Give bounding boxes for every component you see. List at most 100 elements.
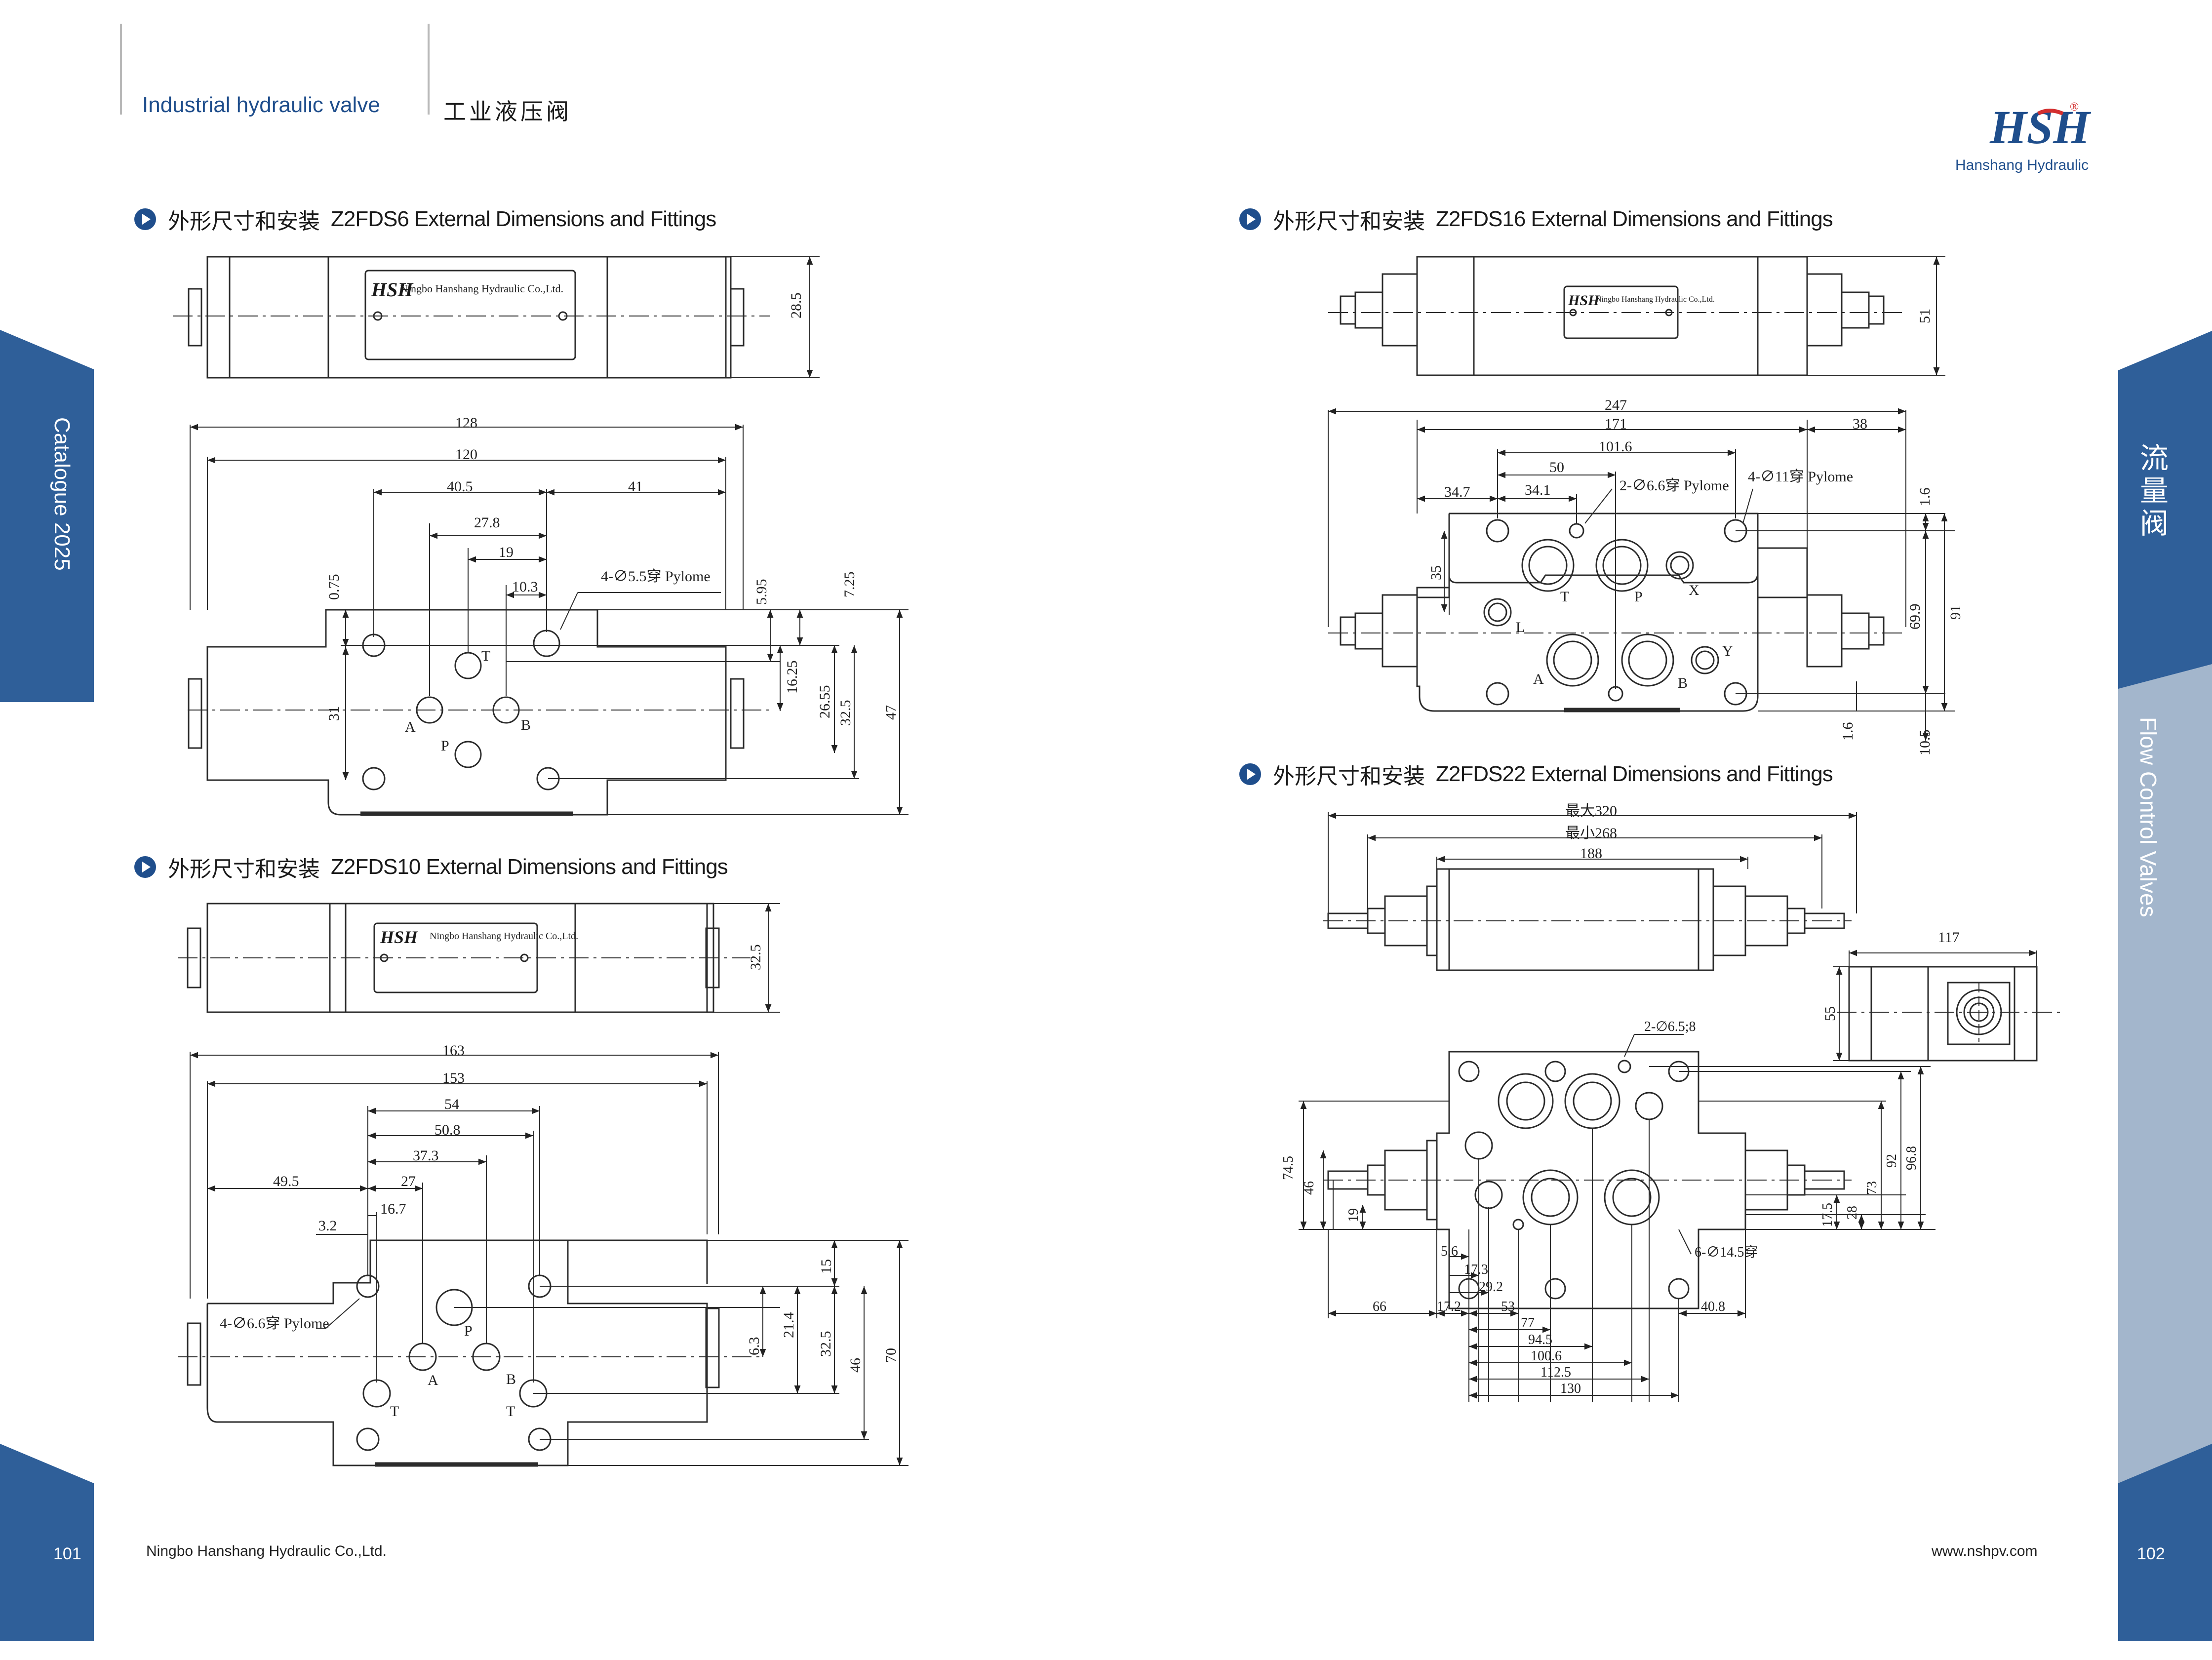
dim-label: 40.8 [1701,1299,1725,1314]
dim-label: 96.8 [1904,1146,1919,1170]
dim-label: 最小268 [1565,825,1617,841]
hole-note: 2-∅6.6穿 Pylome [1620,477,1729,494]
dim-label: 128 [455,415,477,431]
dim-label: 94.5 [1528,1332,1552,1347]
dim-label: 27 [401,1173,416,1189]
dim-label: 1.6 [1917,488,1933,507]
dim-label: 120 [455,446,477,463]
dim-label: 171 [1605,416,1627,432]
port-label: T [481,648,490,664]
right-section-tab [2118,664,2212,1486]
section-title-cn: 外形尺寸和安装 [168,857,320,882]
dim-label: 247 [1605,397,1627,413]
dim-label: 47 [883,705,899,720]
port-label: T [1560,589,1569,605]
page-number-left: 101 [53,1544,81,1563]
port-label: B [1678,675,1688,691]
port-label: L [1516,619,1525,635]
dim-label: 17.5 [1820,1203,1835,1227]
port-label: Y [1722,643,1733,659]
dim-label: 34.7 [1444,484,1470,500]
section-title-en: Z2FDS6 External Dimensions and Fittings [331,207,716,231]
play-icon [1239,763,1261,785]
dim-label: 91 [1947,605,1964,620]
port-label: P [1634,589,1643,605]
z2fds22-top-view [1323,812,1857,971]
header-title-en: Industrial hydraulic valve [142,93,380,117]
dim-label: 1.6 [1840,722,1856,741]
hole-note: 2-∅6.5;8 [1644,1019,1696,1034]
dim-label: 29.2 [1479,1279,1503,1295]
section-title-en: Z2FDS22 External Dimensions and Fittings [1436,762,1833,786]
footer-website[interactable]: www.nshpv.com [1932,1543,2038,1559]
dim-label: 38 [1853,416,1867,432]
z2fds6-nameplate-logo: HSH [371,278,414,301]
port-label: A [405,719,416,735]
dim-label: 5.95 [753,579,770,605]
dim-label: 3.2 [318,1218,337,1234]
dim-label: 35 [1428,565,1444,580]
dim-label: 92 [1884,1154,1899,1168]
dim-label: 70 [883,1348,899,1363]
port-label: P [464,1323,473,1339]
category-label-cn: 流量阀 [2139,441,2169,540]
header-divider-right [428,24,430,115]
z2fds16-nameplate-text: Ningbo Hanshang Hydraulic Co.,Ltd. [1596,295,1715,304]
z2fds6-nameplate-text: Ningbo Hanshang Hydraulic Co.,Ltd. [400,282,563,295]
brand-logo-letters: HSH [1989,101,2092,154]
brand-logo-mark: HSH ® [1989,101,2092,154]
dim-label: 77 [1521,1315,1535,1331]
play-icon [134,208,156,230]
z2fds10-bottom-view [178,1052,908,1467]
dim-label: 10.5 [1917,730,1933,756]
port-label: P [441,738,449,754]
section-title-z2fds6: 外形尺寸和安装 Z2FDS6 External Dimensions and F… [134,203,716,235]
dim-label: 50 [1549,459,1564,475]
left-catalogue-tab [0,330,94,702]
right-page-tab [2118,1444,2212,1641]
port-label: A [1533,671,1544,687]
dim-label: 51 [1917,309,1933,323]
z2fds6-top-view [173,256,820,379]
dim-label: 40.5 [447,478,473,495]
dim-label: 130 [1560,1381,1581,1396]
dim-label: 101.6 [1599,438,1632,455]
footer-company: Ningbo Hanshang Hydraulic Co.,Ltd. [146,1543,387,1559]
dim-label: 32.5 [748,945,764,971]
dim-label: 163 [442,1042,465,1059]
section-title-z2fds16: 外形尺寸和安装 Z2FDS16 External Dimensions and … [1239,203,1833,235]
page-number-right: 102 [2137,1544,2165,1563]
dim-label: 69.9 [1907,604,1923,630]
port-label: A [428,1372,438,1388]
dim-label: 0.75 [326,574,342,600]
dim-label: 17.3 [1464,1262,1488,1277]
dim-label: 26.55 [817,685,833,719]
section-title-cn: 外形尺寸和安装 [168,209,320,234]
dim-label: 100.6 [1531,1348,1562,1364]
port-label: B [521,717,531,733]
dim-label: 5.6 [1441,1244,1458,1259]
z2fds16-bottom-view [1328,408,1955,741]
brand-logo: HSH ® [1975,94,2103,158]
z2fds16-nameplate-logo: HSH [1568,292,1600,309]
z2fds6-bottom-view [188,424,908,816]
dim-label: 32.5 [818,1331,834,1357]
section-title-en: Z2FDS10 External Dimensions and Fittings [331,855,728,879]
z2fds22-bottom-view [1299,1034,1936,1402]
port-label: B [506,1371,516,1387]
section-title-cn: 外形尺寸和安装 [1273,209,1425,234]
z2fds22-side-view [1833,949,2064,1062]
dim-label: 117 [1938,929,1960,946]
dim-label: 55 [1822,1006,1838,1021]
dim-label: 21.4 [781,1312,797,1339]
registered-mark: ® [2070,101,2079,114]
left-page-tab [0,1444,94,1641]
brand-name: Hanshang Hydraulic [1955,157,2089,173]
dim-label: 53 [1501,1299,1515,1314]
port-label: T [390,1403,399,1420]
dim-label: 112.5 [1540,1365,1571,1380]
z2fds10-nameplate-text: Ningbo Hanshang Hydraulic Co.,Ltd. [430,931,578,942]
dim-label: 37.3 [413,1147,439,1164]
dim-label: 31 [326,706,342,721]
hole-note: 4-∅6.6穿 Pylome [220,1315,329,1332]
